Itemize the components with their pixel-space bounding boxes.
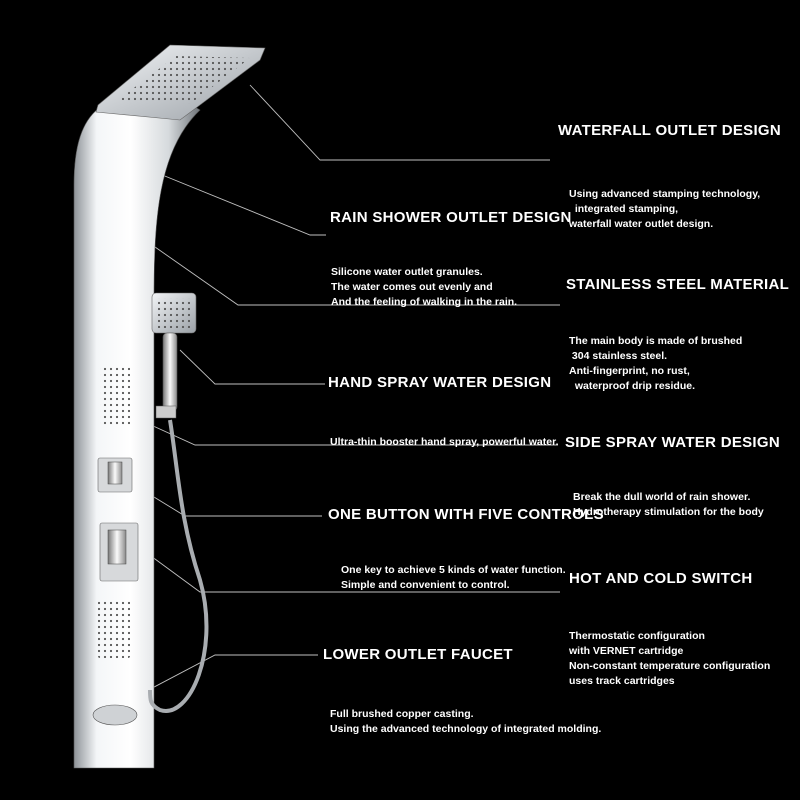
feature-desc-rain-shower: Silicone water outlet granules.The water…	[331, 266, 518, 308]
hose	[148, 419, 209, 713]
feature-heading-stainless-steel: STAINLESS STEEL MATERIAL	[566, 276, 790, 293]
panel-body	[73, 91, 201, 769]
feature-heading-rain-shower: RAIN SHOWER OUTLET DESIGN	[330, 209, 572, 226]
feature-desc-one-button: One key to achieve 5 kinds of water func…	[341, 564, 566, 591]
leader-lines	[117, 84, 560, 706]
feature-desc-stainless-steel: The main body is made of brushed 304 sta…	[569, 335, 743, 392]
feature-heading-side-spray: SIDE SPRAY WATER DESIGN	[565, 434, 781, 451]
feature-desc-lower-faucet: Full brushed copper casting.Using the ad…	[330, 708, 602, 735]
feature-desc-hand-spray: Ultra-thin booster hand spray, powerful …	[330, 436, 559, 448]
feature-heading-lower-faucet: LOWER OUTLET FAUCET	[323, 646, 513, 663]
feature-heading-hand-spray: HAND SPRAY WATER DESIGN	[328, 374, 552, 391]
feature-desc-waterfall: Using advanced stamping technology, inte…	[569, 188, 761, 230]
feature-desc-side-spray: Break the dull world of rain shower.Hydr…	[573, 491, 764, 518]
feature-heading-waterfall: WATERFALL OUTLET DESIGN	[558, 122, 782, 139]
feature-heading-one-button: ONE BUTTON WITH FIVE CONTROLS	[328, 506, 604, 523]
feature-heading-hot-cold: HOT AND COLD SWITCH	[569, 570, 753, 587]
